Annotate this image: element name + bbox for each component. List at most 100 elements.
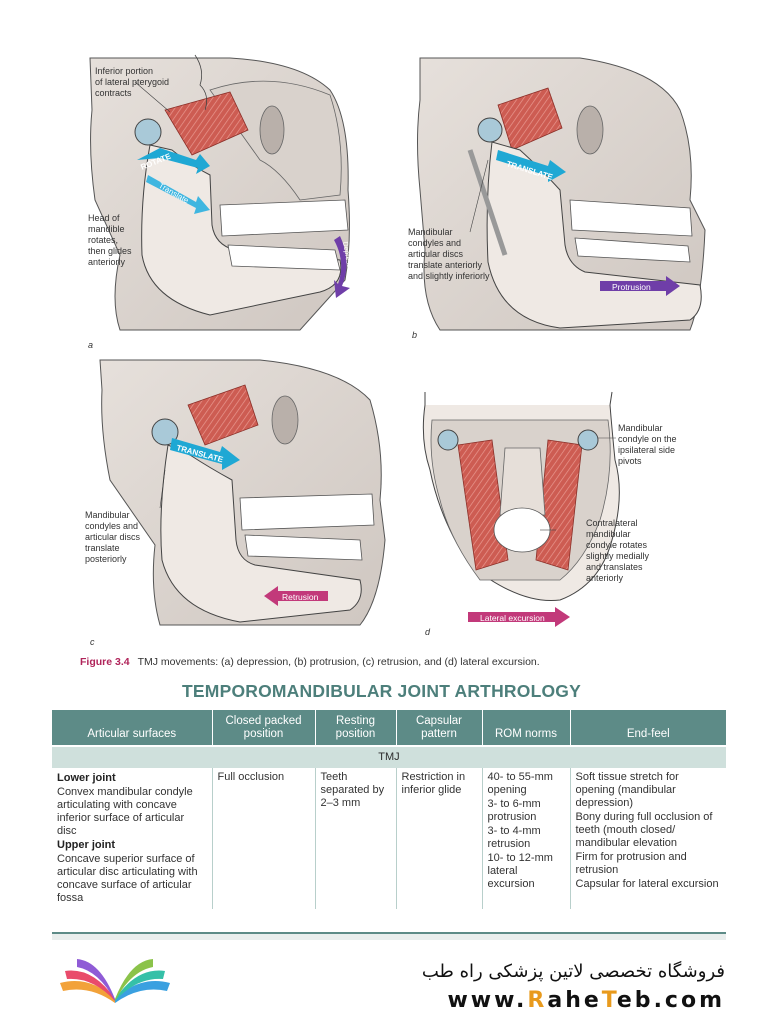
url-prefix: www. — [447, 988, 528, 1013]
label-line: condyles and — [408, 238, 462, 248]
depression-arrow — [334, 236, 350, 298]
label-line: condyle rotates — [586, 540, 648, 550]
rom-cell: 40- to 55-mm opening 3- to 6-mm protrusi… — [482, 768, 571, 909]
upper-joint-text: Concave superior surface of articular di… — [57, 853, 198, 904]
resting-cell: Teeth separated by 2–3 mm — [315, 768, 397, 909]
label-line: Mandibular — [85, 510, 130, 520]
mandible-c — [160, 444, 362, 623]
panel-d-letter: d — [425, 627, 431, 637]
label-line: anteriorly — [586, 573, 624, 583]
label-line: Inferior portion — [95, 66, 154, 76]
col-header-closed-packed: Closed packed position — [212, 710, 316, 746]
label-line: and translates — [586, 562, 643, 572]
section-title: TEMPOROMANDIBULAR JOINT ARTHROLOGY — [182, 681, 581, 701]
end-feel-item: Bony during full occlusion of teeth (mou… — [575, 811, 713, 849]
table-bottom-rule — [52, 932, 726, 934]
brand-url[interactable]: www.RaheTeb.com — [447, 988, 725, 1013]
lower-joint-text: Convex mandibular condyle articulating w… — [57, 786, 193, 837]
lateral-pterygoid-muscle-c — [187, 384, 259, 446]
table-header-row: Articular surfaces Closed packed positio… — [52, 710, 726, 746]
articular-surfaces-cell: Lower joint Convex mandibular condyle ar… — [52, 768, 213, 909]
col-header-rom: ROM norms — [482, 710, 571, 746]
label-line: anteriorly — [88, 257, 126, 267]
label-line: Mandibular — [618, 423, 663, 433]
panel-c-letter: c — [90, 637, 95, 647]
col-header-resting: Resting position — [315, 710, 397, 746]
end-feel-cell: Soft tissue stretch for opening (mandibu… — [570, 768, 726, 909]
label-line: mandibular — [586, 529, 631, 539]
table-band-row: TMJ — [52, 745, 726, 768]
panel-c-illustration: TRANSLATE Retrusion — [99, 359, 386, 626]
retrusion-arrow — [264, 586, 328, 606]
label-line: Head of — [88, 213, 120, 223]
lateral-pterygoid-muscle — [164, 91, 249, 156]
label-line: then glides — [88, 246, 132, 256]
url-t: T — [601, 988, 617, 1013]
label-line: condyle on the — [618, 434, 677, 444]
upper-joint-heading: Upper joint — [57, 839, 116, 851]
label-line: rotates, — [88, 235, 119, 245]
panel-a-letter: a — [88, 340, 94, 350]
panel-b-illustration: TRANSLATE Protrusion — [417, 57, 706, 331]
url-eb: eb — [616, 988, 654, 1013]
label-line: pivots — [618, 456, 642, 466]
label-line: articular discs — [85, 532, 141, 542]
translate-arrow-c — [170, 438, 240, 470]
lateral-excursion-arrow — [468, 607, 570, 627]
label-line: of lateral pterygoid — [95, 77, 170, 87]
rom-item: 40- to 55-mm opening — [487, 771, 553, 796]
label-line: Mandibular — [408, 227, 453, 237]
capsular-cell: Restriction in inferior glide — [396, 768, 483, 909]
figure-caption-text: TMJ movements: (a) depression, (b) protr… — [137, 656, 540, 668]
rom-item: 3- to 4-mm retrusion — [487, 825, 541, 850]
label-line: ipsilateral side — [618, 445, 676, 455]
book-logo-icon — [60, 959, 170, 1003]
label-line: slightly medially — [586, 551, 650, 561]
figure-number: Figure 3.4 — [80, 656, 130, 668]
table-bottom-shadow — [52, 934, 726, 940]
arthrology-table: Articular surfaces Closed packed positio… — [52, 710, 726, 909]
url-suffix: .com — [653, 988, 725, 1013]
panel-b-label: Mandibular condyles and articular discs … — [408, 227, 490, 282]
end-feel-item: Capsular for lateral excursion — [575, 878, 719, 890]
panel-c-label: Mandibular condyles and articular discs … — [85, 510, 140, 565]
protrusion-arrow — [600, 276, 680, 296]
panel-a-top-label: Inferior portion of lateral pterygoid co… — [95, 66, 169, 99]
panel-d-illustration: Lateral excursion — [422, 391, 620, 627]
label-line: mandible — [88, 224, 125, 234]
label-line: Contralateral — [586, 518, 638, 528]
label-line: translate anteriorly — [408, 260, 483, 270]
panel-b-letter: b — [412, 330, 418, 340]
col-header-articular-surfaces: Articular surfaces — [52, 710, 213, 746]
url-r: R — [527, 988, 548, 1013]
closed-packed-cell: Full occlusion — [212, 768, 316, 909]
figure-caption: Figure 3.4 TMJ movements: (a) depression,… — [80, 656, 540, 668]
translate-arrow-b — [496, 150, 566, 182]
brand-persian-name: فروشگاه تخصصی لاتین پزشکی راه طب — [421, 961, 725, 982]
label-line: posteriorly — [85, 554, 127, 564]
end-feel-item: Firm for protrusion and retrusion — [575, 851, 687, 876]
translate-arrow-a — [146, 175, 210, 214]
panel-a-head-label: Head of mandible rotates, then glides an… — [88, 213, 132, 268]
tmj-figure: ROTATE Translate Depression TRANSLATE Pr… — [89, 54, 706, 627]
panel-a-illustration: ROTATE Translate Depression — [89, 54, 354, 331]
protrusion-arrow-label: Protrusion — [612, 282, 651, 292]
table-row: Lower joint Convex mandibular condyle ar… — [52, 768, 726, 909]
tmj-band: TMJ — [52, 745, 726, 768]
label-line: contracts — [95, 88, 132, 98]
retrusion-arrow-label: Retrusion — [282, 592, 319, 602]
lower-joint-heading: Lower joint — [57, 772, 116, 784]
lateral-pterygoid-muscle-b — [497, 87, 563, 151]
panel-d-top-label: Mandibular condyle on the ipsilateral si… — [618, 423, 677, 467]
label-line: articular discs — [408, 249, 464, 259]
rom-item: 10- to 12-mm lateral excursion — [487, 852, 553, 890]
rom-item: 3- to 6-mm protrusion — [487, 798, 541, 823]
rotate-arrow — [137, 148, 210, 174]
end-feel-item: Soft tissue stretch for opening (mandibu… — [575, 771, 679, 809]
url-ahe: ahe — [547, 988, 602, 1013]
lateral-excursion-arrow-label: Lateral excursion — [480, 613, 545, 623]
col-header-end-feel: End-feel — [570, 710, 726, 746]
label-line: translate — [85, 543, 120, 553]
col-header-capsular: Capsular pattern — [396, 710, 483, 746]
label-line: condyles and — [85, 521, 139, 531]
